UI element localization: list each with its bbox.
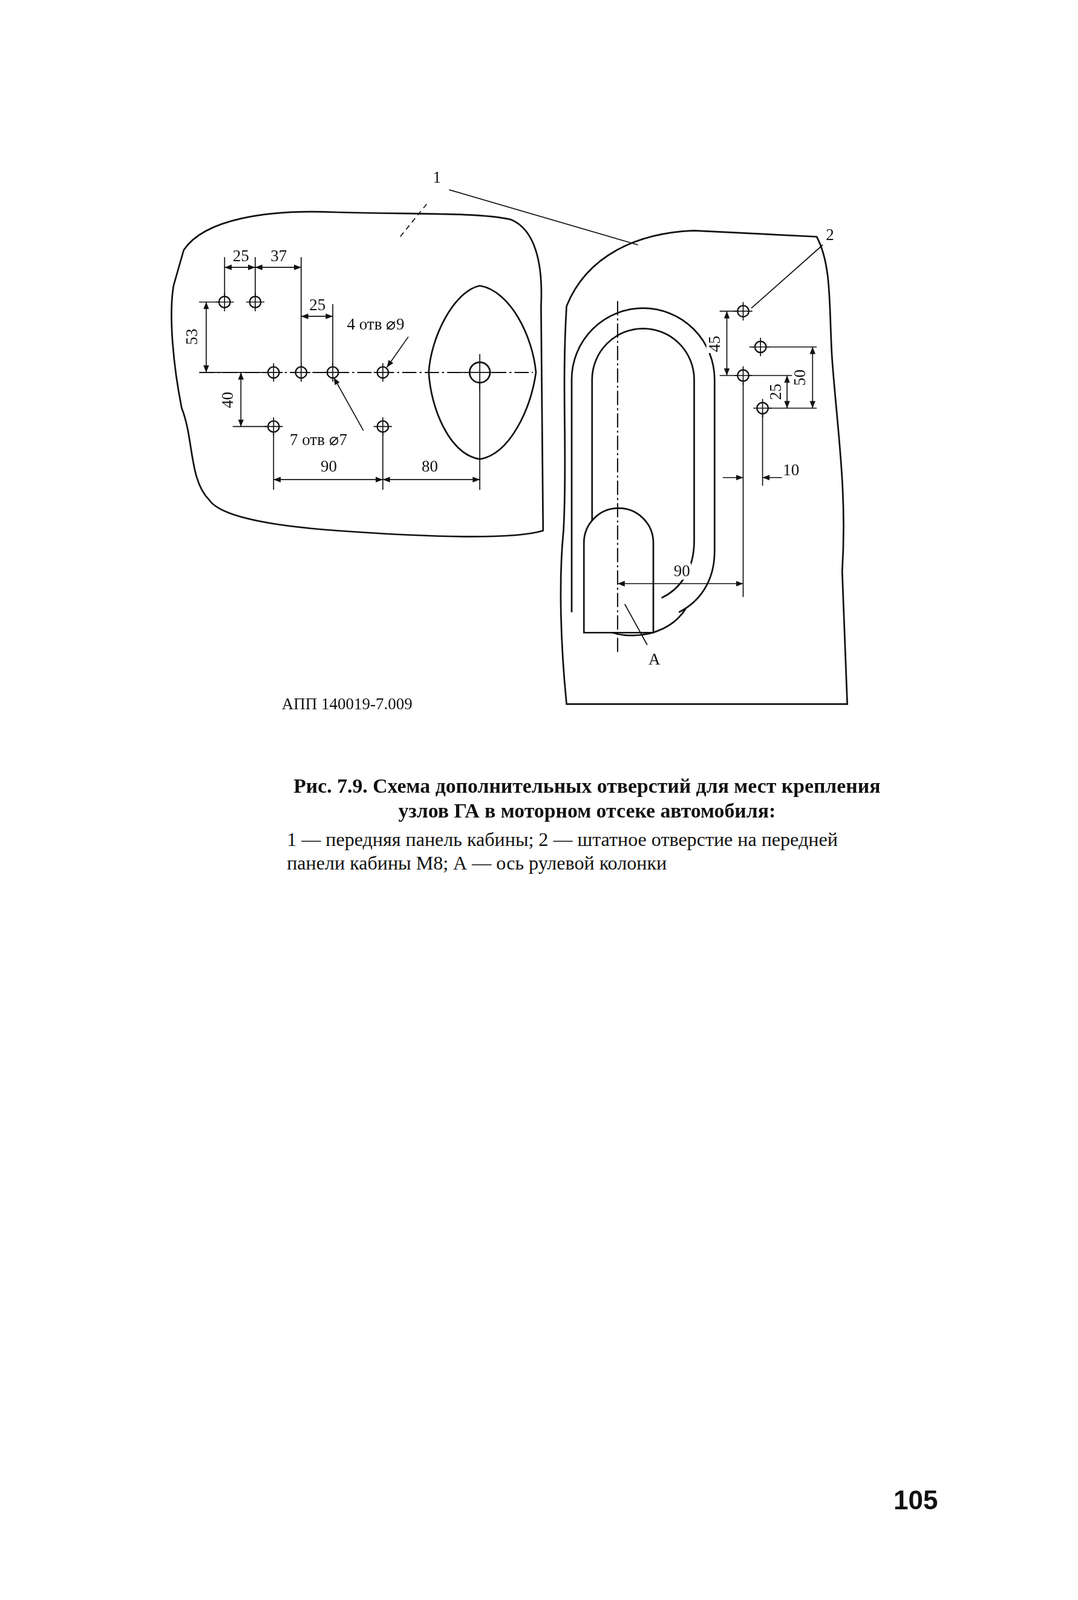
leader-lines [333,189,823,646]
dimension-value: 25 [767,382,784,402]
hole [373,417,392,436]
hole [264,363,283,382]
drawing-part [461,354,499,392]
extension-line [199,257,817,598]
dimension-line [382,479,480,481]
hole [292,363,311,382]
drawing-part [733,366,752,385]
drawing-part [733,302,752,321]
center-lines [200,301,618,654]
hole-note: 7 отв ⌀7 [288,431,348,449]
leader-line [400,204,428,238]
dimension-line [273,479,383,481]
dimension-value: 40 [219,390,236,409]
dimension-value: 80 [420,458,439,475]
caption-explanation: 1 — передняя панель кабины; 2 — штатное … [286,828,893,876]
hole [751,338,770,357]
drawing-part [264,363,283,382]
drawing-part [264,417,283,436]
dimension-value: 25 [231,248,250,265]
dimension-value: 25 [308,297,327,314]
callout-number: 1 [431,169,443,186]
leader-line [624,604,648,646]
holes [215,292,772,436]
drawing-part [246,292,265,311]
figure-caption: Рис. 7.9. Схема дополнительных отверстий… [275,773,899,823]
dimension-line [224,266,256,268]
dimension-line [301,315,333,317]
drawing-part [323,363,342,382]
right-panel-outline [560,230,848,705]
dimension-line [762,477,784,479]
page-number: 105 [892,1487,939,1515]
hole-note: 4 отв ⌀9 [346,316,406,333]
dimension-value: 50 [792,368,809,387]
leader-line [751,245,823,309]
dimension-lines [206,267,813,584]
hole [323,363,342,382]
left-panel-outline [171,211,543,537]
dimension-line [722,477,744,479]
dimension-value: 90 [319,458,338,475]
dimension-line [786,375,788,409]
callout-letter: А [647,651,662,668]
drawing-code: АПП 140019-7.009 [280,696,414,713]
dimension-value: 10 [782,462,801,479]
dimension-line [726,311,728,376]
dimension-value: 45 [706,335,723,354]
hole [264,417,283,436]
extension-lines [199,257,817,598]
hole [733,302,752,321]
leader-line [333,377,364,431]
drawing-part [215,292,234,311]
callout-number: 2 [825,226,836,244]
steering-column [583,508,654,633]
hole [246,292,265,311]
dimension-line [205,302,207,373]
dimension-value: 53 [183,327,201,347]
leader-line [387,336,409,368]
dimension-value: 37 [269,248,288,265]
panel-outlines [171,211,847,705]
dimension-line [617,583,744,585]
leader-line [449,189,639,245]
drawing-part [373,363,392,382]
dimension-line [240,372,242,427]
drawing-part [373,417,392,436]
dimension-line [811,347,814,409]
drawing-part [292,363,311,382]
axis-line [617,301,619,654]
hole [733,366,752,385]
dimension-line [255,266,302,268]
hole [753,399,772,418]
drawing-part [753,399,772,418]
hole [373,363,392,382]
hole [215,292,234,311]
dimension-value: 90 [672,563,691,581]
drawing-part [751,338,770,357]
